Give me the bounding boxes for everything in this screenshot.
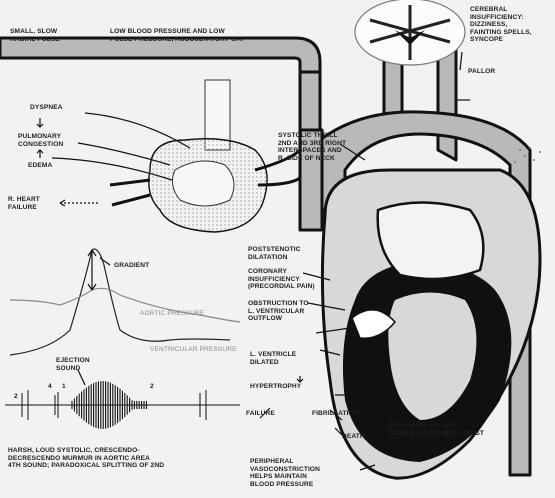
failure-label: FAILURE: [246, 410, 275, 418]
brain: [355, 0, 465, 65]
aortic-pressure-curve: [10, 288, 240, 322]
right-heart-failure-label: R. HEART FAILURE: [8, 196, 40, 211]
ejection-sound-label: EJECTION SOUND: [56, 357, 90, 372]
peripheral-vasoconstriction-label: PERIPHERAL VASOCONSTRICTION HELPS MAINTA…: [250, 458, 320, 488]
edema-label: EDEMA: [28, 162, 52, 170]
fibrillation-label: FIBRILLATION: [312, 410, 359, 418]
phonocardiogram: [5, 381, 240, 429]
dyspnea-label: DYSPNEA: [30, 104, 63, 112]
cerebral-insufficiency-label: CEREBRAL INSUFFICIENCY: DIZZINESS, FAINT…: [470, 6, 532, 44]
phono-marker-4: 4: [48, 383, 52, 391]
phono-marker-1: 1: [62, 383, 66, 391]
radial-pulse-label: SMALL, SLOW RADIAL PULSE: [10, 28, 60, 43]
hypertrophy-label: HYPERTROPHY: [250, 383, 301, 391]
phono-marker-2-end: 2: [150, 383, 154, 391]
systolic-thrill-label: SYSTOLIC THRILL 2nd AND 3rd RIGHT INTERS…: [278, 132, 346, 162]
lv-dilated-label: L. VENTRICLE DILATED: [250, 351, 296, 366]
murmur-description-label: HARSH, LOUD SYSTOLIC, CRESCENDO- DECRESC…: [8, 447, 164, 470]
phono-marker-2-start: 2: [14, 393, 18, 401]
coronary-insufficiency-label: CORONARY INSUFFICIENCY (PRECORDIAL PAIN): [248, 268, 315, 291]
obstruction-label: OBSTRUCTION TO L. VENTRICULAR OUTFLOW: [248, 300, 309, 323]
poststenotic-label: POSTSTENOTIC DILATATION: [248, 246, 301, 261]
ventricular-pressure-label: VENTRICULAR PRESSURE: [150, 346, 237, 354]
aortic-pressure-label: AORTIC PRESSURE: [140, 310, 204, 318]
blood-pressure-label: LOW BLOOD PRESSURE AND LOW PULSE PRESSUR…: [110, 28, 245, 43]
pulmonary-congestion-label: PULMONARY CONGESTION: [18, 133, 63, 148]
death-label: DEATH: [342, 433, 365, 441]
pallor-label: PALLOR: [468, 68, 495, 76]
apex-shift-label: APEX SHIFT TO LEFT; VISIBLE SUSTAINED TH…: [388, 422, 484, 437]
gradient-label: GRADIENT: [114, 262, 149, 270]
